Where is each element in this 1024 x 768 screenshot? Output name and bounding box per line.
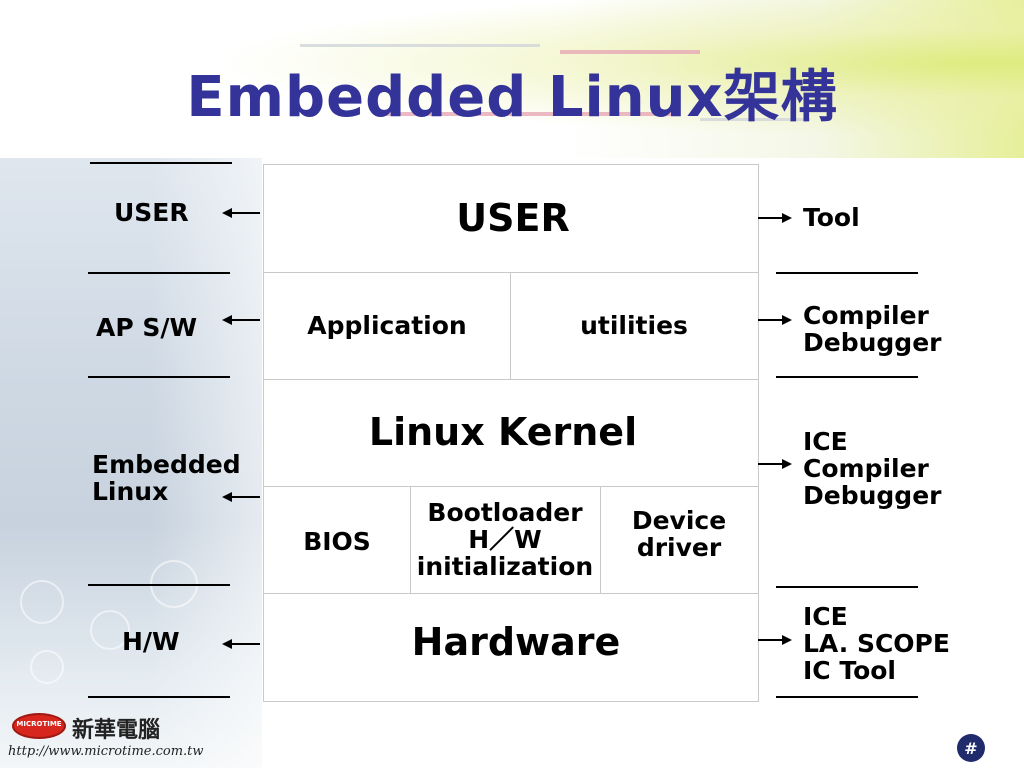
left-separator <box>88 376 230 378</box>
right-label-line: ICE <box>803 602 848 631</box>
left-separator <box>90 162 232 164</box>
right-separator <box>776 376 918 378</box>
bootloader-line: H／W <box>468 525 542 554</box>
arrow-left-icon <box>222 636 260 652</box>
utilities-layer: utilities <box>580 310 688 340</box>
right-label-kernel-tools: ICE Compiler Debugger <box>803 428 941 509</box>
left-label-ap: AP S/W <box>96 313 198 342</box>
user-layer: USER <box>456 195 570 240</box>
arrow-right-icon <box>758 456 792 472</box>
right-label-line: Debugger <box>803 481 942 510</box>
row-divider <box>264 272 758 273</box>
right-label-hw-tools: ICE LA. SCOPE IC Tool <box>803 603 950 684</box>
arrow-left-icon <box>222 312 260 328</box>
header-decor-line <box>700 118 810 121</box>
row-divider <box>264 486 758 487</box>
right-separator <box>776 696 918 698</box>
bootloader-line: initialization <box>416 552 594 581</box>
right-label-line: LA. SCOPE <box>803 629 950 658</box>
arrow-right-icon <box>758 632 792 648</box>
hardware-layer: Hardware <box>411 619 621 664</box>
bootloader-line: Bootloader <box>427 498 583 527</box>
right-separator <box>776 272 918 274</box>
header-decor-line <box>300 44 540 47</box>
left-label-embedded-line: Linux <box>92 477 169 506</box>
right-label-line: IC Tool <box>803 656 897 685</box>
left-separator <box>88 272 230 274</box>
background-circle <box>30 650 64 684</box>
device-driver-line: Device <box>631 505 727 535</box>
column-divider <box>600 486 601 593</box>
architecture-diagram: USER Application utilities Linux Kernel … <box>263 164 759 702</box>
bios-layer: BIOS <box>303 526 371 556</box>
right-label-line: Debugger <box>803 328 942 357</box>
page-number: # <box>957 734 985 762</box>
arrow-right-icon <box>758 210 792 226</box>
left-label-user: USER <box>114 198 189 227</box>
column-divider <box>510 272 511 379</box>
left-separator <box>88 584 230 586</box>
arrow-left-icon <box>222 489 260 505</box>
left-label-hw: H/W <box>122 627 180 656</box>
left-label-embedded: Embedded Linux <box>92 451 241 505</box>
right-label-dev-tools: Compiler Debugger <box>803 302 941 356</box>
header-decor-line <box>380 112 680 116</box>
right-label-tool: Tool <box>803 203 860 232</box>
header-background <box>0 0 1024 158</box>
background-circle <box>90 610 130 650</box>
header-decor-line <box>560 50 700 54</box>
device-driver-line: driver <box>636 532 722 562</box>
right-separator <box>776 586 918 588</box>
company-logo: MICROTIME <box>12 713 66 739</box>
arrow-right-icon <box>758 312 792 328</box>
company-name: 新華電腦 <box>72 718 161 743</box>
slide-title: Embedded Linux架構 <box>186 65 838 130</box>
device-driver-layer: Device driver <box>600 486 758 593</box>
left-label-embedded-line: Embedded <box>92 450 241 479</box>
right-label-line: Compiler <box>803 301 929 330</box>
background-circle <box>20 580 64 624</box>
company-url: http://www.microtime.com.tw <box>8 744 204 759</box>
sidebar-fade <box>150 158 262 768</box>
row-divider <box>264 593 758 594</box>
kernel-layer: Linux Kernel <box>368 409 638 454</box>
left-separator <box>88 696 230 698</box>
right-label-line: Compiler <box>803 454 929 483</box>
logo-text: MICROTIME <box>16 720 62 728</box>
column-divider <box>410 486 411 593</box>
right-label-line: ICE <box>803 427 848 456</box>
arrow-left-icon <box>222 205 260 221</box>
logo-oval <box>12 713 66 739</box>
row-divider <box>264 379 758 380</box>
bootloader-layer: Bootloader H／W initialization <box>410 486 600 593</box>
application-layer: Application <box>307 310 467 340</box>
